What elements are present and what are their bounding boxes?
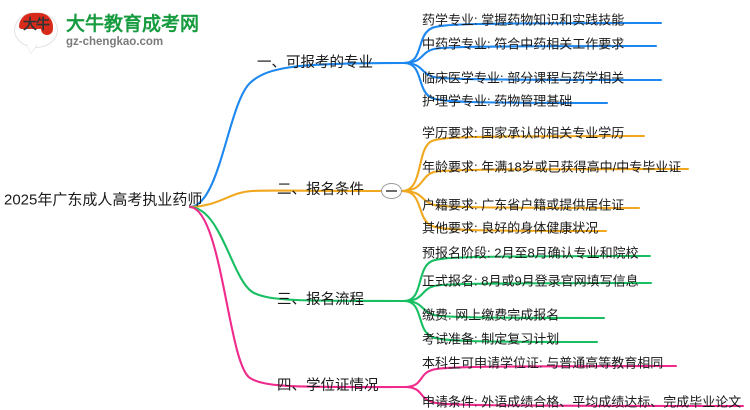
logo-mark-text: 大牛 [23,16,50,32]
mindmap-root-node[interactable]: 2025年广东成人高考执业药师 [4,191,203,209]
leaf-node-2-2[interactable]: 年龄要求: 年满18岁或已获得高中/中专毕业证 [422,159,682,175]
logo-bubble-icon: 大牛 [14,10,60,54]
leaf-node-4-2[interactable]: 申请条件: 外语成绩合格、平均成绩达标、完成毕业论文 [422,394,742,410]
leaf-node-2-3[interactable]: 户籍要求: 广东省户籍或提供居住证 [422,197,625,213]
logo-text-block: 大牛教育成考网 gz-chengkao.com [66,15,199,49]
collapse-toggle-branch-2[interactable] [381,183,402,199]
logo-title: 大牛教育成考网 [66,14,200,36]
branch-node-4[interactable]: 四、学位证情况 [277,377,379,394]
branch-node-1[interactable]: 一、可报考的专业 [257,54,373,71]
logo-bubble-tail [26,43,38,53]
edge-root-to-branch-3 [188,205,406,303]
leaf-node-1-1[interactable]: 药学专业: 掌握药物知识和实践技能 [422,12,625,28]
leaf-node-1-4[interactable]: 护理学专业: 药物管理基础 [422,93,573,109]
leaf-node-1-2[interactable]: 中药学专业: 符合中药相关工作要求 [422,36,625,52]
leaf-node-3-4[interactable]: 考试准备: 制定复习计划 [422,331,560,347]
edge-group-branch-4 [188,205,745,408]
leaf-node-2-4[interactable]: 其他要求: 良好的身体健康状况 [422,220,599,236]
leaf-node-3-1[interactable]: 预报名阶段: 2月至8月确认专业和院校 [422,245,639,261]
branch-node-2[interactable]: 二、报名条件 [277,181,364,198]
leaf-node-3-3[interactable]: 缴费: 网上缴费完成报名 [422,307,560,323]
leaf-node-3-2[interactable]: 正式报名: 8月或9月登录官网填写信息 [422,273,639,289]
logo-domain: gz-chengkao.com [66,36,164,49]
edge-group-branch-2 [188,134,690,233]
site-logo[interactable]: 大牛 大牛教育成考网 gz-chengkao.com [14,8,204,56]
branch-node-3[interactable]: 三、报名流程 [277,291,364,308]
leaf-node-4-1[interactable]: 本科生可申请学位证: 与普通高等教育相同 [422,355,664,371]
logo-red-dot [41,23,53,35]
leaf-node-1-3[interactable]: 临床医学专业: 部分课程与药学相关 [422,70,625,86]
leaf-node-2-1[interactable]: 学历要求: 国家承认的相关专业学历 [422,125,625,141]
